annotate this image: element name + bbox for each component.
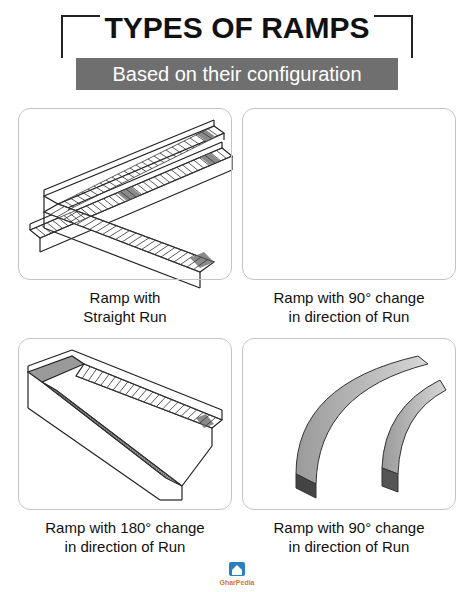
logo-text: GharPedia — [0, 578, 474, 587]
ramp-panel: Ramp with Straight Run — [18, 108, 232, 340]
ramp-hatching — [30, 126, 232, 486]
logo-icon — [229, 562, 245, 576]
page-title: TYPES OF RAMPS — [0, 10, 474, 46]
panel-outline — [242, 338, 456, 510]
panel-outline — [242, 108, 456, 280]
ramp-caption: Ramp with 90° change in direction of Run — [269, 518, 429, 556]
subtitle-banner: Based on their configuration — [76, 58, 398, 90]
subtitle-text: Based on their configuration — [76, 59, 398, 89]
ramp-caption: Ramp with Straight Run — [65, 288, 185, 326]
panel-outline — [18, 338, 232, 510]
ramp-panel: Ramp with 90° change in direction of Run — [242, 338, 456, 570]
curved-ramp — [296, 356, 446, 498]
ramp-caption: Ramp with 90° change in direction of Run — [269, 288, 429, 326]
panel-outline — [18, 108, 232, 280]
ramp-panel: Ramp with 180° change in direction of Ru… — [18, 338, 232, 570]
ninety-degree-ramp — [44, 120, 224, 288]
ramp-panel: Ramp with 90° change in direction of Run — [242, 108, 456, 340]
switchback-ramp — [28, 350, 222, 500]
ramp-caption: Ramp with 180° change in direction of Ru… — [39, 518, 211, 556]
